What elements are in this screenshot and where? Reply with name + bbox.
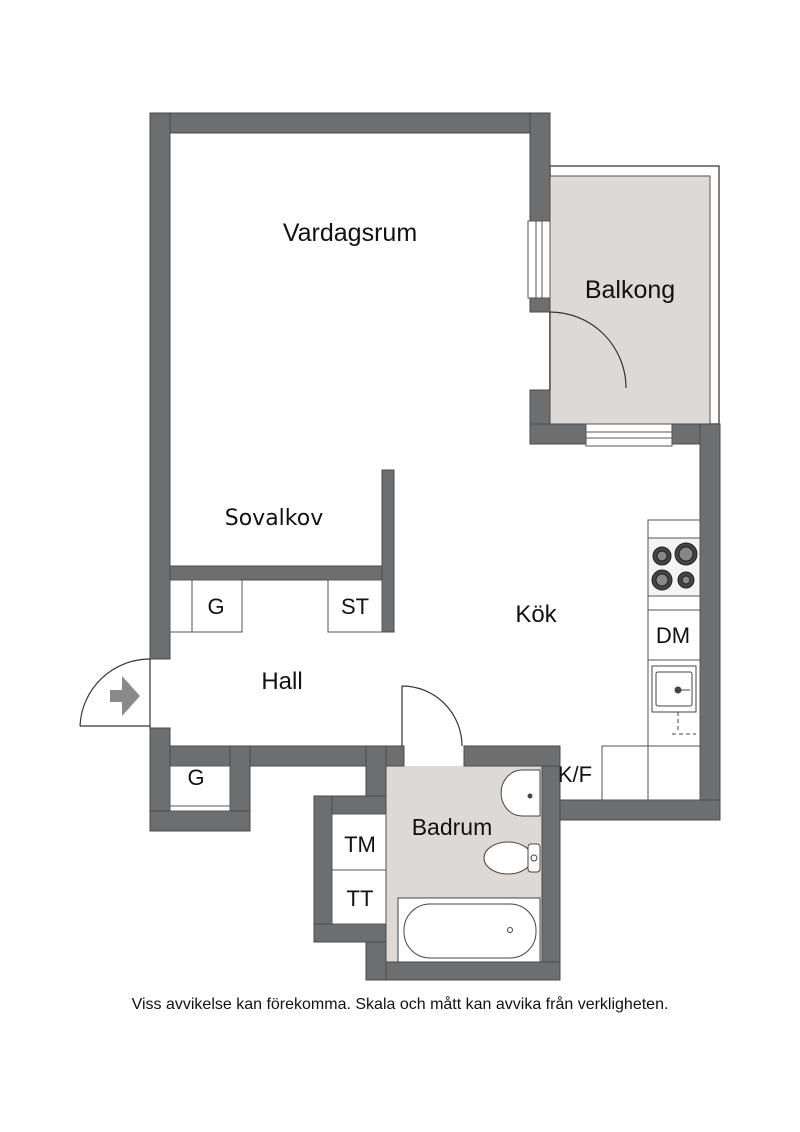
balcony-floor	[549, 175, 711, 425]
balcony	[549, 165, 720, 425]
wall-top	[149, 112, 551, 134]
fixture-label-st: ST	[341, 594, 369, 619]
walls	[149, 112, 721, 981]
fixture-label-kf: K/F	[558, 762, 592, 787]
fixture-label-g-bottom: G	[187, 765, 204, 790]
washbasin-icon	[500, 769, 541, 817]
disclaimer-text: Viss avvikelse kan förekomma. Skala och …	[131, 996, 669, 1013]
wall-kitchen-right	[699, 423, 721, 821]
fixture-label-tm: TM	[344, 832, 376, 857]
wall-kitchen-top-left	[529, 423, 591, 445]
room-label-hall: Hall	[261, 668, 302, 695]
fixture-label-g-top: G	[207, 594, 224, 619]
wall-bath-bottom	[365, 961, 561, 981]
toilet-icon	[483, 841, 541, 875]
wall-left-upper	[149, 112, 171, 660]
window-living-room	[527, 220, 551, 299]
wall-g-bottom	[149, 810, 251, 832]
fixture-label-tt: TT	[347, 886, 374, 911]
bathroom-door	[401, 685, 463, 747]
room-label-sovalkov: Sovalkov	[225, 506, 323, 531]
kitchen-sink-icon	[651, 665, 697, 735]
fixture-label-dm: DM	[656, 623, 690, 648]
wardrobe-hall-bottom	[169, 765, 231, 812]
window-kitchen	[585, 423, 673, 447]
wardrobe-hall-top	[169, 579, 243, 633]
balcony-door	[549, 311, 627, 390]
entrance-arrow-icon	[110, 676, 140, 716]
wall-closet-bottom	[313, 923, 387, 943]
wall-bath-top-right	[463, 745, 561, 767]
wall-right-top	[529, 112, 551, 222]
room-label-kok: Kök	[515, 601, 557, 628]
entrance-door	[79, 658, 151, 728]
wall-right-mid	[529, 297, 551, 313]
storage-st	[327, 579, 383, 633]
wall-bottom-right	[541, 799, 721, 821]
closet-tm-tt	[331, 813, 387, 925]
stove-burners-icon	[651, 542, 698, 591]
wall-hall-bottom	[169, 745, 367, 767]
wall-sovalkov-bottom	[169, 565, 383, 581]
room-label-badrum: Badrum	[412, 814, 493, 840]
bathtub-icon	[397, 897, 541, 963]
room-label-balkong: Balkong	[585, 276, 675, 304]
wall-closet-left	[313, 795, 333, 943]
wall-sovalkov-right	[381, 469, 395, 633]
room-label-vardagsrum: Vardagsrum	[283, 219, 417, 247]
